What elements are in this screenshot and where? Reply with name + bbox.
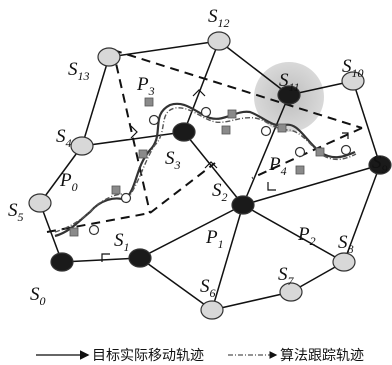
node-s4: [70, 136, 94, 156]
legend-actual-text: 目标实际移动轨迹: [92, 348, 204, 364]
label-s1: S1: [114, 230, 130, 254]
label-s3: S3: [165, 148, 181, 172]
node-s12: [207, 31, 231, 51]
tracking-trajectory: [54, 107, 357, 233]
node-s5: [28, 193, 52, 213]
nodes: [28, 31, 392, 320]
node-s8: [332, 252, 356, 272]
node-s6: [200, 300, 224, 320]
label-s12: S12: [208, 6, 230, 30]
label-s8: S8: [338, 232, 354, 256]
label-p1: P1: [205, 227, 224, 251]
trajectory-circles: [88, 106, 352, 236]
label-p4: P4: [268, 154, 287, 178]
actual-trajectory: [54, 102, 356, 238]
label-s4: S4: [56, 126, 72, 150]
region-labels: P0 P1 P2 P3 P4: [59, 74, 316, 251]
node-s3: [172, 122, 196, 142]
label-p3: P3: [136, 74, 155, 98]
label-s2: S2: [212, 180, 228, 204]
label-s11: S11: [279, 70, 300, 94]
node-s0: [50, 252, 74, 272]
node-s10: [341, 71, 365, 91]
node-s11: [277, 85, 301, 105]
node-s9: [368, 155, 392, 175]
network-edges: [39, 40, 381, 311]
label-s13: S13: [68, 59, 90, 83]
label-s10: S10: [342, 56, 364, 80]
square-markers: [69, 97, 325, 237]
label-p2: P2: [297, 224, 316, 248]
dashed-boundaries: [46, 49, 363, 233]
node-s7: [279, 282, 303, 302]
legend: 目标实际移动轨迹 算法跟踪轨迹: [36, 348, 364, 364]
label-s7: S7: [278, 264, 295, 288]
node-s2: [231, 195, 255, 215]
node-s13: [97, 47, 121, 67]
label-p0: P0: [59, 170, 78, 194]
label-s5: S5: [8, 200, 24, 224]
label-s6: S6: [200, 276, 216, 300]
label-s9: S9: [372, 152, 388, 176]
label-s0: S0: [30, 284, 46, 308]
legend-tracking-text: 算法跟踪轨迹: [280, 348, 364, 364]
node-s1: [128, 248, 152, 268]
node-labels: S0 S1 S2 S3 S4 S5 S6 S7 S8 S9 S10 S11 S1…: [8, 6, 388, 308]
right-angle-marks: [101, 89, 349, 262]
